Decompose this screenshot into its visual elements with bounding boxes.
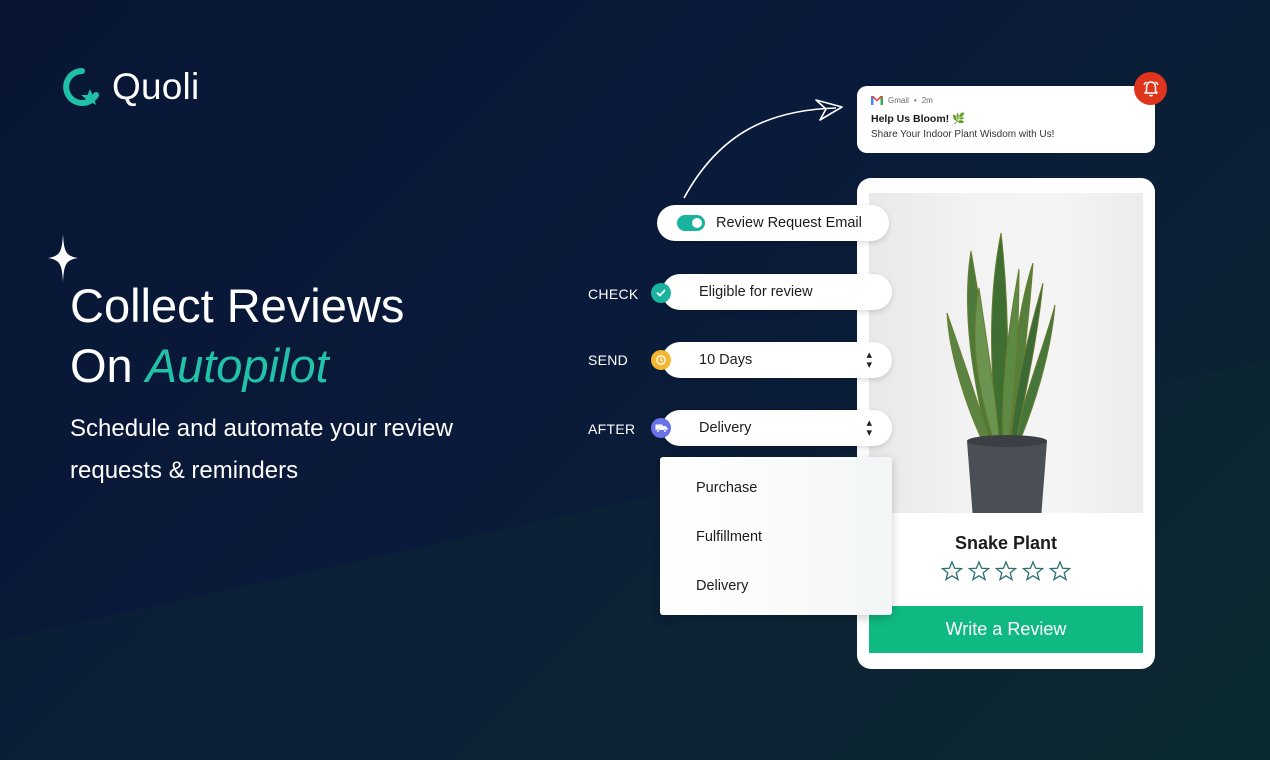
gmail-icon	[871, 96, 883, 105]
brand-logo: Quoli	[62, 66, 199, 108]
row-label-after: AFTER	[588, 421, 636, 437]
send-delay-value: 10 Days	[699, 352, 753, 368]
hero-title-prefix: On	[70, 339, 146, 392]
select-caret-icon: ▴▾	[866, 417, 872, 439]
rating-stars[interactable]	[857, 560, 1155, 582]
notification-separator: •	[913, 96, 917, 105]
toggle-label: Review Request Email	[716, 215, 862, 231]
send-delay-select[interactable]: 10 Days ▴▾	[662, 342, 892, 378]
notification-meta: Gmail • 2m	[871, 96, 1141, 105]
after-event-dropdown: Purchase Fulfillment Delivery	[660, 457, 892, 615]
email-notification[interactable]: Gmail • 2m Help Us Bloom! 🌿 Share Your I…	[857, 86, 1155, 153]
flow-arrow-icon	[683, 99, 843, 199]
clock-icon	[651, 350, 671, 370]
star-icon[interactable]	[1022, 560, 1044, 582]
select-caret-icon: ▴▾	[866, 349, 872, 371]
bell-alert-icon[interactable]	[1134, 72, 1167, 105]
eligibility-value: Eligible for review	[699, 284, 813, 300]
star-icon[interactable]	[995, 560, 1017, 582]
notification-title: Help Us Bloom! 🌿	[871, 113, 966, 125]
product-image	[869, 193, 1143, 519]
brand-name: Quoli	[112, 66, 200, 107]
product-card: Snake Plant Write a Review	[857, 178, 1155, 669]
row-label-send: SEND	[588, 352, 629, 368]
toggle-switch[interactable]	[677, 215, 705, 231]
notification-time: 2m	[921, 96, 933, 105]
snake-plant-illustration	[946, 232, 1056, 519]
star-icon[interactable]	[941, 560, 963, 582]
hero-title-line1: Collect Reviews	[70, 279, 405, 332]
after-event-select[interactable]: Delivery ▴▾	[662, 410, 892, 446]
product-name: Snake Plant	[954, 533, 1058, 553]
star-icon[interactable]	[1049, 560, 1071, 582]
hero-title-line2: On Autopilot	[70, 336, 404, 396]
dropdown-option-delivery[interactable]: Delivery	[696, 578, 749, 594]
truck-icon	[651, 418, 671, 438]
sparkle-icon	[48, 234, 78, 282]
notification-body: Share Your Indoor Plant Wisdom with Us!	[871, 129, 1055, 140]
notification-source: Gmail	[888, 96, 909, 105]
star-icon[interactable]	[968, 560, 990, 582]
write-review-button[interactable]: Write a Review	[869, 606, 1143, 653]
after-event-value: Delivery	[699, 420, 752, 436]
eligibility-field[interactable]: Eligible for review	[662, 274, 892, 310]
review-request-toggle-pill[interactable]: Review Request Email	[657, 205, 889, 241]
hero-title: Collect Reviews On Autopilot	[70, 276, 404, 396]
hero-title-accent: Autopilot	[145, 339, 329, 392]
row-label-check: CHECK	[588, 286, 639, 302]
hero-subtitle: Schedule and automate your review reques…	[70, 415, 453, 484]
quoli-logo-icon	[63, 68, 99, 106]
dropdown-option-purchase[interactable]: Purchase	[696, 480, 758, 496]
check-circle-icon	[651, 283, 671, 303]
dropdown-option-fulfillment[interactable]: Fulfillment	[696, 529, 763, 545]
